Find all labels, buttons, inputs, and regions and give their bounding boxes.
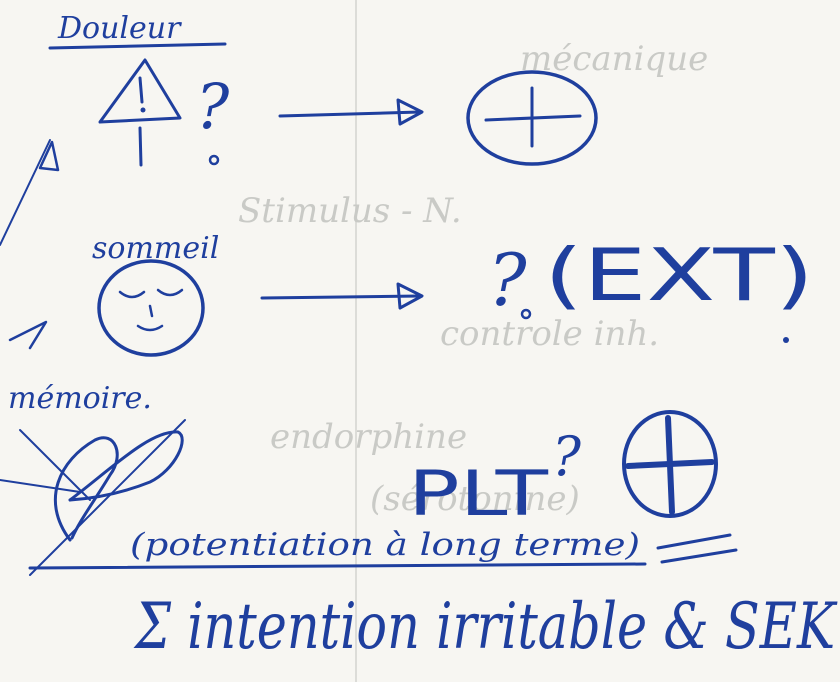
potentiation-label: (potentiation à long terme) xyxy=(130,527,640,563)
equals-sign xyxy=(656,533,738,564)
memoire-label: mémoire. xyxy=(8,381,152,416)
ext-label: (EXT) xyxy=(544,233,814,317)
show-through-text: Stimulus - N. mécanique controle inh. en… xyxy=(238,39,708,519)
show-through-line-1: Stimulus - N. xyxy=(238,191,462,231)
bottom-handwriting: Σ intention irritable & SEK xyxy=(133,590,837,664)
show-through-line-4: endorphine xyxy=(270,417,467,457)
plt-question-mark: ? xyxy=(552,425,582,488)
ext-dot xyxy=(783,337,789,343)
sommeil-arrow-icon xyxy=(260,282,424,310)
douleur-arrow-icon xyxy=(278,98,424,126)
potentiation-underline xyxy=(28,562,647,570)
douleur-question-mark: ? xyxy=(196,70,230,143)
douleur-underline xyxy=(48,42,227,50)
memory-scribble-icon xyxy=(0,419,186,576)
show-through-line-3: controle inh. xyxy=(440,314,659,354)
douleur-dot xyxy=(208,154,220,166)
sleeping-face-icon xyxy=(97,259,205,357)
sommeil-dot xyxy=(520,308,532,320)
sommeil-question-mark: ? xyxy=(488,238,527,322)
bold-plus-circle-icon xyxy=(622,410,718,518)
douleur-label: Douleur xyxy=(57,11,182,46)
plt-label: PLT xyxy=(408,457,550,530)
show-through-line-5: (sérotonine) xyxy=(370,479,580,519)
warning-triangle-icon xyxy=(98,58,182,167)
margin-strokes xyxy=(0,139,60,350)
plus-circle-icon xyxy=(466,70,598,166)
